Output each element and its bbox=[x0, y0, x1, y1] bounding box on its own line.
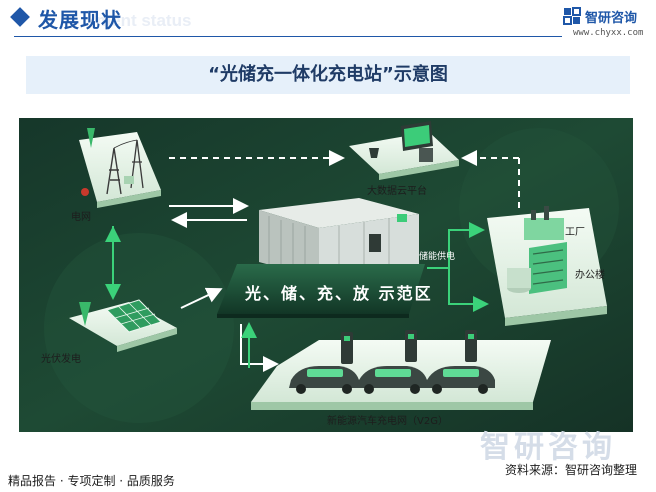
arrow-pv-to-demo bbox=[180, 287, 223, 309]
brand-logo-icon bbox=[563, 7, 581, 25]
diamond-bullet-icon bbox=[10, 7, 30, 27]
factory-office-tile bbox=[487, 206, 607, 326]
station-diagram: 电网 大数据云平台 工厂 办公楼 储能供电 光伏发电 光、储、充、放 示范区 新… bbox=[19, 118, 633, 432]
page-header: ment status 发展现状 智研咨询 www.chyxx.com bbox=[0, 0, 656, 40]
flow-arrows bbox=[105, 150, 520, 372]
footer-source: 资料来源：智研咨询整理 bbox=[505, 463, 638, 477]
label-demo-zone: 光、储、充、放 示范区 bbox=[245, 284, 433, 303]
storage-container bbox=[259, 198, 419, 278]
footer-watermark: 智研咨询 bbox=[480, 430, 616, 465]
section-title: 发展现状 bbox=[38, 8, 122, 32]
diagram-canvas bbox=[19, 118, 633, 432]
label-grid: 电网 bbox=[71, 212, 91, 223]
brand-url[interactable]: www.chyxx.com bbox=[573, 28, 644, 38]
figure-title: “光储充一体化充电站”示意图 bbox=[26, 56, 630, 94]
label-ev-network: 新能源汽车充电网（V2G） bbox=[327, 416, 448, 427]
header-rule bbox=[14, 36, 562, 37]
arrow-storage-to-office bbox=[448, 268, 489, 312]
ev-network-tile bbox=[251, 330, 551, 410]
label-storage-supply: 储能供电 bbox=[419, 252, 456, 262]
grid-tile bbox=[79, 128, 161, 208]
arrow-storage-to-factory bbox=[427, 222, 485, 269]
pv-tile bbox=[69, 299, 177, 352]
label-factory: 工厂 bbox=[565, 227, 585, 238]
footer-tagline: 精品报告 · 专项定制 · 品质服务 bbox=[8, 474, 175, 488]
header-ghost-text: ment status bbox=[96, 11, 192, 30]
label-pv: 光伏发电 bbox=[41, 354, 81, 365]
brand-name: 智研咨询 bbox=[585, 11, 638, 26]
label-office: 办公楼 bbox=[575, 270, 605, 281]
label-cloud-platform: 大数据云平台 bbox=[367, 186, 427, 197]
demo-zone-banner bbox=[217, 264, 425, 314]
cloud-platform-tile bbox=[349, 121, 459, 180]
